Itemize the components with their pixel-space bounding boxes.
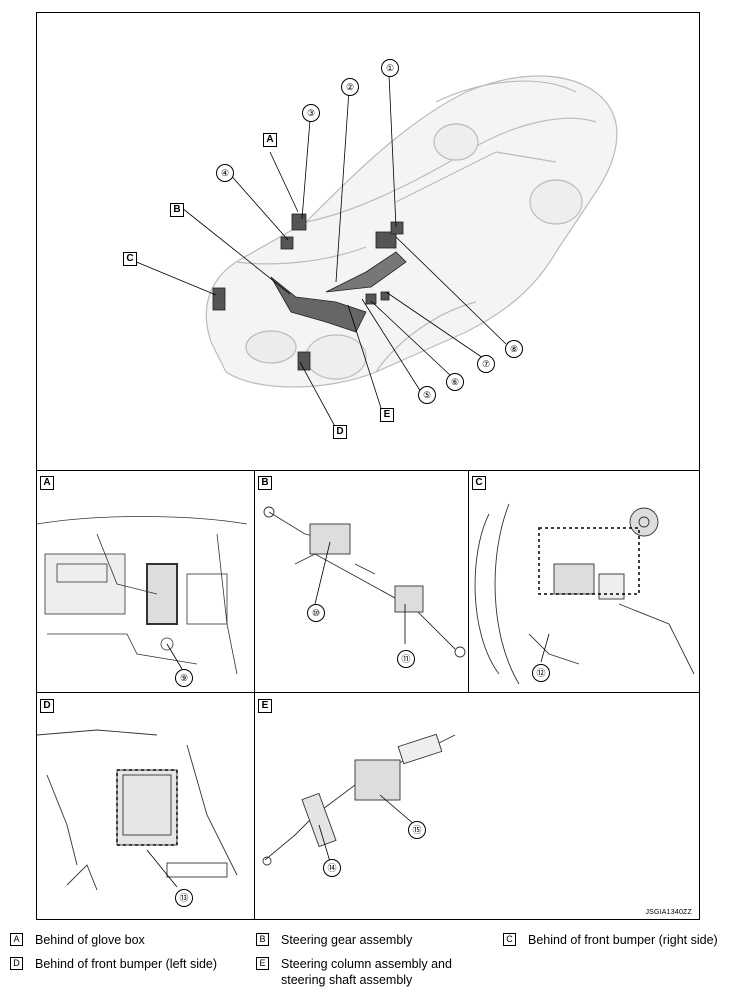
panel-e-illustration — [262, 733, 456, 866]
panel-c-tag: C — [472, 476, 486, 490]
callout-6: ⑥ — [446, 373, 464, 391]
legend-text-a: Behind of glove box — [35, 933, 145, 947]
callout-8: ⑧ — [505, 340, 523, 358]
grid-row-divider-1 — [36, 470, 700, 471]
vehicle-outline — [205, 75, 618, 388]
panel-c-illustration — [474, 503, 695, 685]
callout-9: ⑨ — [175, 669, 193, 687]
panel-b-illustration — [263, 506, 466, 658]
legend-text-e: Steering column assembly and steering sh… — [281, 957, 452, 987]
component-shapes — [212, 213, 407, 371]
legend-text-c: Behind of front bumper (right side) — [528, 933, 718, 947]
callout-14: ⑭ — [323, 859, 341, 877]
vehicle-overview-diagram — [133, 74, 618, 433]
panel-d-tag: D — [40, 699, 54, 713]
callout-10: ⑩ — [307, 604, 325, 622]
legend-text-b: Steering gear assembly — [281, 933, 413, 947]
legend-text-d: Behind of front bumper (left side) — [35, 957, 218, 971]
callout-5: ⑤ — [418, 386, 436, 404]
legend-key-b: B — [256, 933, 269, 947]
callout-1: ① — [381, 59, 399, 77]
diagram-frame — [36, 12, 700, 920]
leader-lines — [133, 74, 507, 433]
panel-a-tag: A — [40, 476, 54, 490]
legend-key-a: A — [10, 933, 23, 947]
callout-11: ⑪ — [397, 650, 415, 668]
legend-key-c: C — [503, 933, 516, 947]
tag-a-main: A — [263, 133, 277, 147]
tag-b-main: B — [170, 203, 184, 217]
grid-col-divider-2 — [468, 470, 469, 692]
callout-2: ② — [341, 78, 359, 96]
grid-row-divider-2 — [36, 692, 700, 693]
legend-key-d: D — [10, 957, 23, 971]
panel-d-illustration — [37, 729, 238, 891]
panel-e-tag: E — [258, 699, 272, 713]
grid-col-divider-1 — [254, 470, 255, 920]
legend-key-e: E — [256, 957, 269, 971]
legend-item-e: E Steering column assembly and steering s… — [256, 956, 476, 988]
panel-a-illustration — [37, 516, 248, 675]
legend-item-c: C Behind of front bumper (right side) — [503, 932, 735, 948]
legend-item-b: B Steering gear assembly — [256, 932, 486, 948]
legend-item-d: D Behind of front bumper (left side) — [10, 956, 250, 972]
panel-b-tag: B — [258, 476, 272, 490]
legend-item-a: A Behind of glove box — [10, 932, 240, 948]
tag-d-main: D — [333, 425, 347, 439]
tag-c-main: C — [123, 252, 137, 266]
callout-12: ⑫ — [532, 664, 550, 682]
image-code: JSGIA1340ZZ — [645, 909, 692, 916]
tag-e-main: E — [380, 408, 394, 422]
callout-4: ④ — [216, 164, 234, 182]
callout-15: ⑮ — [408, 821, 426, 839]
callout-13: ⑬ — [175, 889, 193, 907]
callout-7: ⑦ — [477, 355, 495, 373]
callout-3: ③ — [302, 104, 320, 122]
